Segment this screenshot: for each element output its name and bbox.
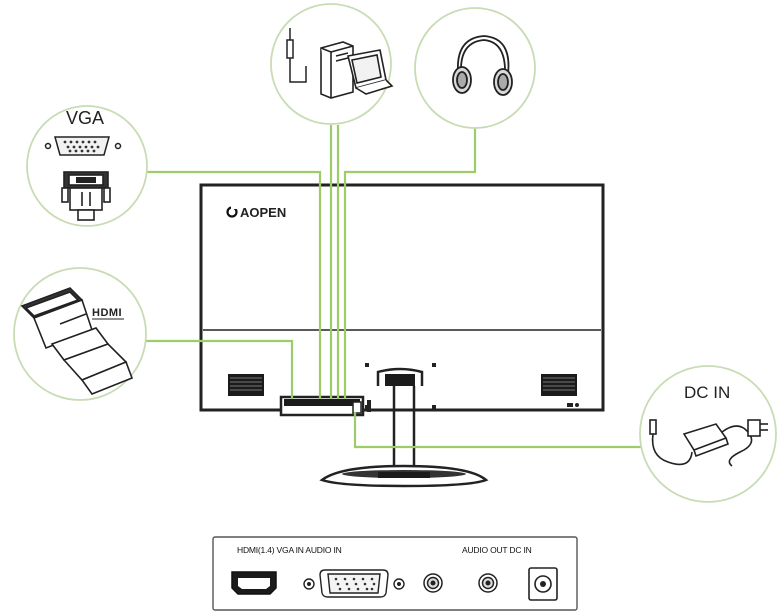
brand-logo-text: AOPEN [240,205,286,220]
hdmi-logo: HDMI [92,307,124,320]
audio-in-jack-icon [423,573,443,593]
port-panel-left-label: HDMI(1.4) VGA IN AUDIO IN [237,545,342,555]
dc-in-callout: DC IN [639,365,777,503]
port-panel-right-label: AUDIO OUT DC IN [462,545,532,555]
port-panel: HDMI(1.4) VGA IN AUDIO IN AUDIO OUT DC I… [212,536,578,611]
right-vent [541,374,577,396]
headphones-callout [414,7,536,129]
left-vent [228,374,264,396]
hdmi-port-icon [231,571,277,595]
power-adapter-icon [649,419,768,467]
dc-in-port-icon [528,567,558,601]
connector-lines [145,125,642,449]
monitor-back [199,183,605,488]
vga-plug-icon [61,171,111,221]
dc-in-label: DC IN [684,383,730,402]
headphones-icon [452,35,513,96]
audio-cable-icon [286,28,307,83]
stand-base [319,464,489,488]
hdmi-callout: HDMI [13,267,147,401]
lock-slot-icon [567,403,579,407]
audio-out-jack-icon [478,573,498,593]
aopen-logo: AOPEN [226,205,286,220]
vga-port-icon [44,136,122,156]
pc-audio-callout [270,3,394,125]
hdmi-plug-icon [20,287,134,395]
hdmi-label: HDMI [92,307,122,319]
computer-icon [320,41,394,99]
monitor-port-block [279,395,365,417]
vga-port-panel-icon [303,569,405,598]
stand-neck [376,367,424,470]
vga-label: VGA [66,108,104,128]
vga-callout: VGA [26,105,148,227]
